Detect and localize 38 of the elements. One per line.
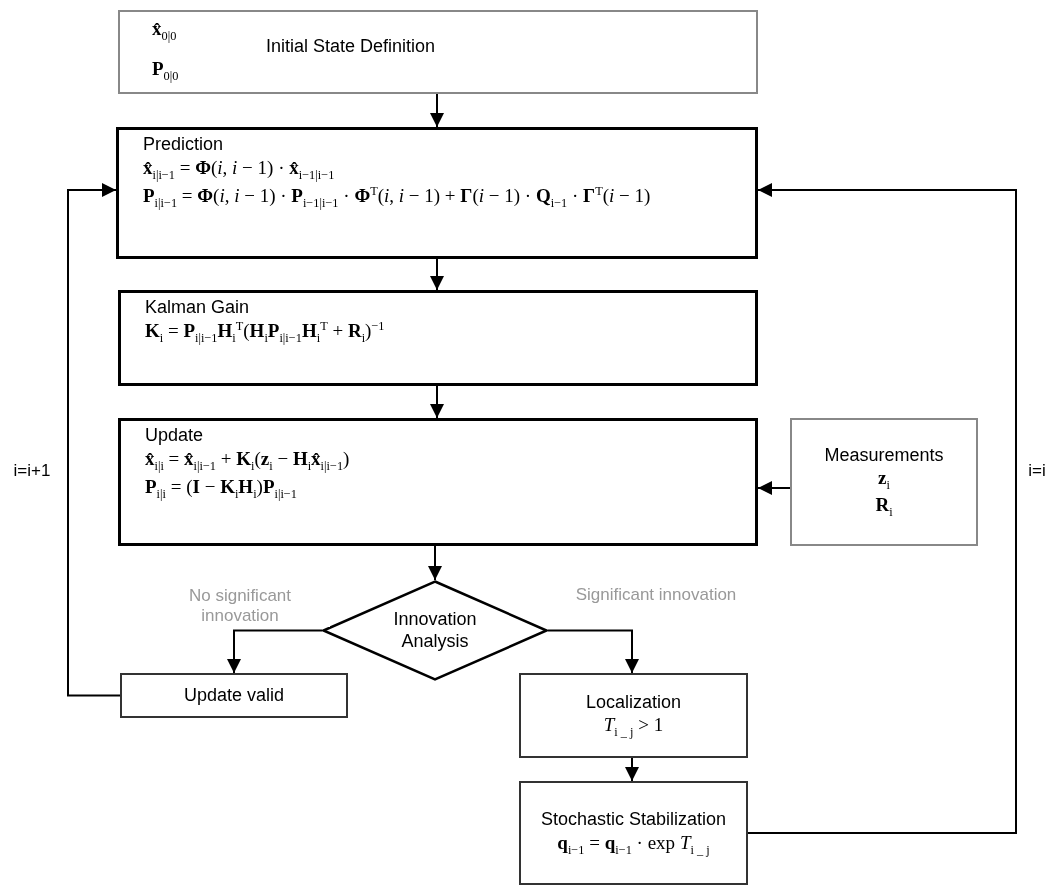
arrow (227, 629, 323, 674)
arrow (430, 93, 444, 128)
process-box (790, 418, 978, 546)
process-box (120, 673, 348, 718)
process-box (118, 10, 758, 94)
formula: R$_{i}$ (875, 493, 893, 521)
formula: P$_{i|i}$ = (I − K$_{i}$H$_{i}$)P$_{i|i−1}$ (145, 475, 298, 503)
step-title: Update valid (183, 684, 285, 707)
formula: x̂$_{i|i}$ = x̂$_{i|i−1}$ + K$_{i}$(z$_{i}$ − H$_{i}$x̂$_{i|i−1}$) (145, 447, 351, 475)
formula: P$_{i|i−1}$ = Φ(i, i− 1) · P$_{i−1|i−1}$ · Φ$^{T}$(i, i− 1) + Γ(i − 1) · Q$_{i−1}$ · Γ$^{T}$(i − 1) (143, 183, 652, 213)
arrow (67, 183, 121, 697)
arrow (428, 545, 442, 581)
arrow (547, 629, 639, 674)
formula: K$_{i}$ = P$_{i|i−1}$H$_{i}$$^{T}$(H$_{i}$P$_{i|i−1}$H$_{i}$$^{T}$ + R$_{i}$)$^{−1}$ (145, 318, 386, 347)
process-box (118, 290, 758, 386)
arrow (430, 258, 444, 291)
arrow (625, 757, 639, 782)
formula: z$_{i}$ (878, 466, 890, 494)
formula: x̂$_{i|i−1}$ = Φ(i, i− 1) · x̂$_{i−1|i−1}$ (143, 156, 336, 184)
arrow (757, 481, 791, 495)
step-text: Initial State Definition (266, 36, 436, 57)
formula: x̂$_{0|0}$ (152, 17, 177, 45)
step-title: Measurements (824, 443, 944, 467)
process-box (519, 673, 748, 758)
process-box (116, 127, 758, 259)
step-title: Localization (585, 690, 682, 714)
arrow (430, 385, 444, 419)
step-title: Prediction (143, 134, 225, 155)
step-title: Kalman Gain (145, 297, 251, 318)
process-box (118, 418, 758, 546)
step-title: Innovation Analysis (392, 608, 478, 653)
step-title: Update (145, 425, 205, 446)
formula: q$_{i−1}$ = q$_{i−1}$ · exp T$_{i _ j}$ (557, 830, 710, 858)
process-box (519, 781, 748, 885)
arrow (747, 183, 1017, 834)
formula: P$_{0|0}$ (152, 57, 179, 85)
formula: T$_{i _ j}$ > 1 (603, 713, 664, 741)
step-title: Stochastic Stabilization (540, 808, 727, 831)
